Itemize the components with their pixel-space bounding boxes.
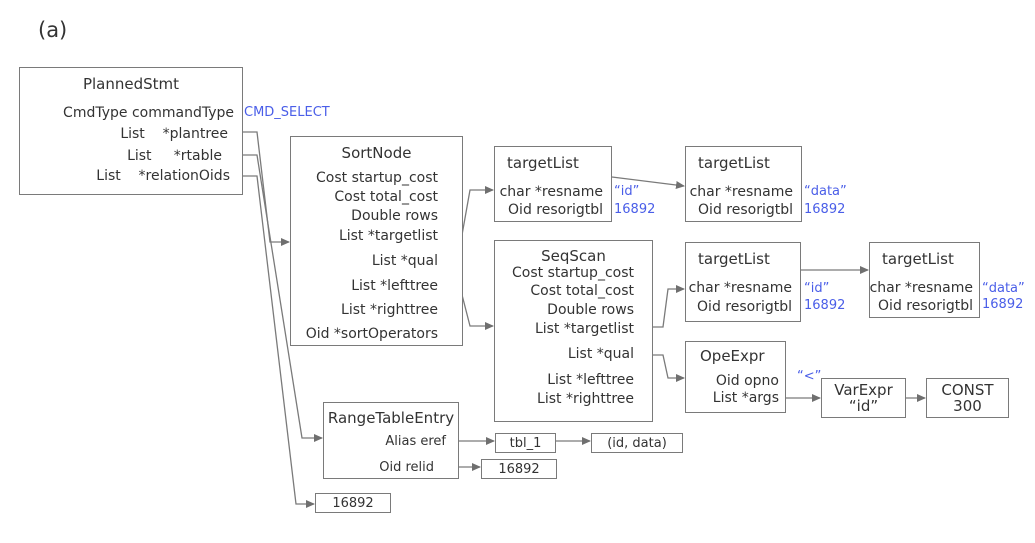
sort-node-targetlist: List *targetlist [338, 228, 438, 244]
seq-scan-box: SeqScan Cost startup_cost Cost total_cos… [494, 240, 653, 422]
sort-node-startup-cost: Cost startup_cost [316, 170, 438, 186]
const-value: 300 [953, 397, 982, 415]
target-list-1-resname: char *resname [499, 184, 603, 200]
tbl-value: tbl_1 [509, 436, 542, 451]
ope-expr-opno: Oid opno [715, 373, 779, 389]
target-list-1-title: targetList [507, 154, 579, 172]
sort-node-qual: List *qual [371, 253, 438, 269]
seq-scan-targetlist: List *targetlist [534, 321, 634, 337]
target-list-4-title: targetList [882, 250, 954, 268]
ope-expr-title: OpeExpr [700, 347, 765, 365]
sort-node-total-cost: Cost total_cost [334, 189, 438, 205]
range-table-entry-title: RangeTableEntry [327, 409, 455, 427]
target-list-3-resname-value: “id” [804, 281, 830, 296]
target-list-1-resname-value: “id” [614, 184, 640, 199]
target-list-1-box: targetList char *resname Oid resorigtbl [494, 146, 612, 222]
seq-scan-lefttree: List *lefttree [547, 372, 634, 388]
target-list-4-resname: char *resname [869, 280, 973, 296]
target-list-4-resorigtbl-value: 16892 [982, 297, 1024, 312]
target-list-2-resname-value: “data” [804, 184, 847, 199]
sort-node-rows: Double rows [351, 208, 438, 224]
target-list-2-resorigtbl-value: 16892 [804, 202, 846, 217]
const-box: CONST 300 [926, 378, 1009, 418]
target-list-2-box: targetList char *resname Oid resorigtbl [685, 146, 802, 222]
sort-node-lefttree: List *lefttree [351, 278, 438, 294]
target-list-1-resorigtbl: Oid resorigtbl [508, 202, 603, 218]
arrow-seq-targetlist [648, 285, 685, 328]
figure-label: (a) [38, 18, 68, 42]
planned-stmt-rtable: List *rtable [127, 148, 222, 164]
arrow-rtable-rte [242, 154, 323, 442]
planned-stmt-relationoids: List *relationOids [96, 168, 230, 184]
target-list-3-box: targetList char *resname Oid resorigtbl [685, 242, 801, 322]
target-list-3-resorigtbl-value: 16892 [804, 298, 846, 313]
relid-value: 16892 [498, 462, 540, 477]
target-list-4-resorigtbl: Oid resorigtbl [878, 298, 973, 314]
arrow-plantree-sortnode [242, 131, 290, 246]
sort-node-title: SortNode [341, 144, 412, 162]
sort-node-righttree: List *righttree [341, 302, 438, 318]
var-expr-value: “id” [848, 397, 879, 415]
target-list-2-title: targetList [698, 154, 770, 172]
planned-stmt-title: PlannedStmt [82, 75, 180, 93]
arrow-relationoids-value [242, 175, 315, 508]
range-table-entry-eref: Alias eref [385, 434, 446, 449]
arrow-seq-qual [648, 354, 685, 382]
seq-scan-startup-cost: Cost startup_cost [512, 265, 634, 281]
relation-oid-value: 16892 [332, 496, 374, 511]
seq-scan-righttree: List *righttree [537, 391, 634, 407]
planned-stmt-plantree: List *plantree [120, 126, 228, 142]
colnames-box: (id, data) [591, 433, 683, 453]
target-list-4-resname-value: “data” [982, 281, 1025, 296]
target-list-3-title: targetList [698, 250, 770, 268]
planned-stmt-box: PlannedStmt CmdType commandType List *pl… [19, 67, 243, 195]
ope-expr-args: List *args [712, 390, 779, 406]
cmd-select-value: CMD_SELECT [244, 105, 330, 120]
ope-expr-box: OpeExpr Oid opno List *args [685, 341, 786, 413]
arrow-tl1-tl2 [611, 176, 685, 189]
target-list-1-resorigtbl-value: 16892 [614, 202, 656, 217]
target-list-3-resorigtbl: Oid resorigtbl [697, 299, 792, 315]
range-table-entry-relid: Oid relid [379, 460, 434, 475]
target-list-4-box: targetList char *resname Oid resorigtbl [869, 242, 980, 318]
tbl-box: tbl_1 [495, 433, 556, 453]
target-list-2-resorigtbl: Oid resorigtbl [698, 202, 793, 218]
seq-scan-total-cost: Cost total_cost [530, 283, 634, 299]
const-title: CONST [941, 381, 994, 399]
seq-scan-qual: List *qual [567, 346, 634, 362]
planned-stmt-commandtype: CmdType commandType [63, 105, 234, 121]
target-list-2-resname: char *resname [689, 184, 793, 200]
relation-oid-box: 16892 [315, 493, 391, 513]
seq-scan-title: SeqScan [541, 247, 606, 265]
var-expr-title: VarExpr [834, 381, 893, 399]
range-table-entry-box: RangeTableEntry Alias eref Oid relid [323, 402, 459, 479]
colnames-value: (id, data) [607, 436, 667, 451]
sort-node-sortoperators: Oid *sortOperators [305, 326, 438, 342]
sort-node-box: SortNode Cost startup_cost Cost total_co… [290, 136, 463, 346]
ope-expr-opno-value: “<” [797, 369, 822, 384]
relid-value-box: 16892 [481, 459, 557, 479]
var-expr-box: VarExpr “id” [821, 378, 906, 418]
target-list-3-resname: char *resname [688, 280, 792, 296]
seq-scan-rows: Double rows [547, 302, 634, 318]
